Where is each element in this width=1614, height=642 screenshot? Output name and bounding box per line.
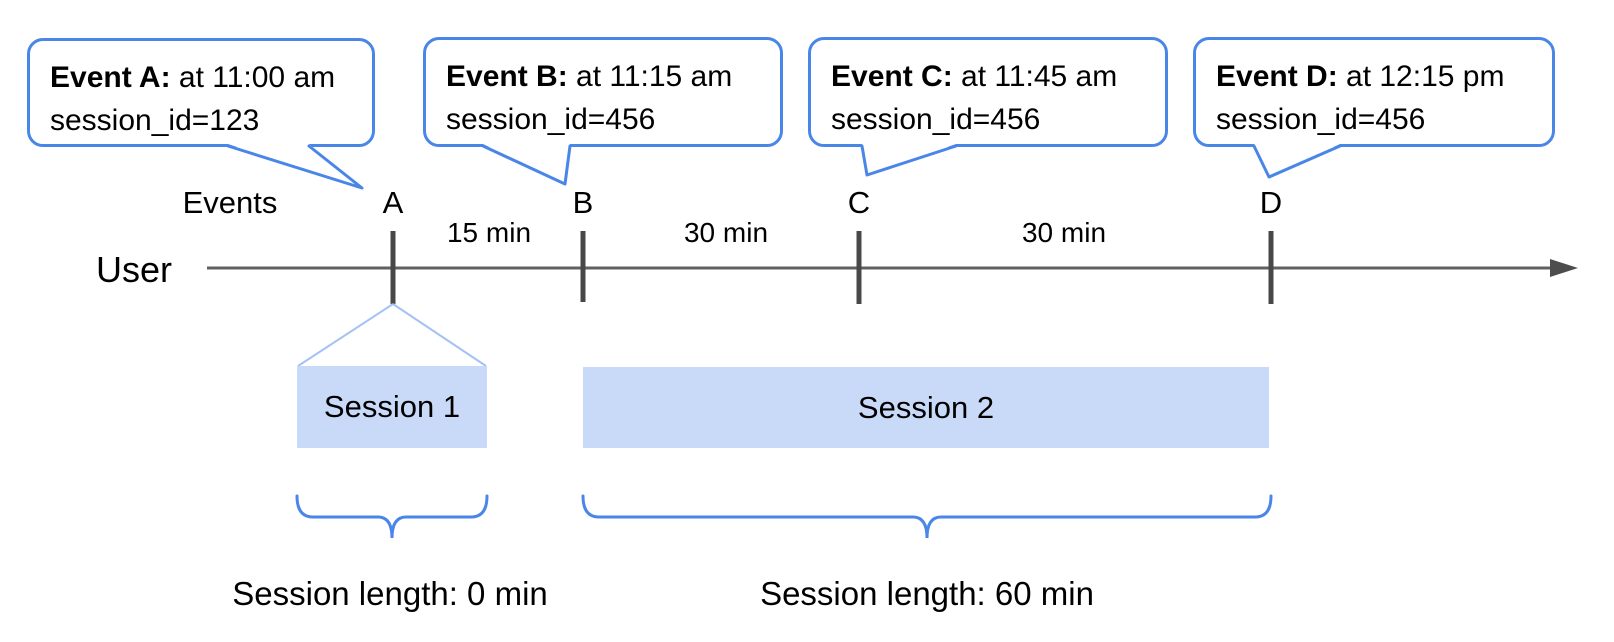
event-c-session-id: session_id=456 bbox=[831, 103, 1041, 136]
event-b-line1: Event B: at 11:15 am bbox=[446, 55, 766, 98]
event-a-callout-tail-fill bbox=[228, 144, 362, 188]
user-axis-label: User bbox=[96, 249, 173, 290]
timeline-arrowhead-icon bbox=[1550, 259, 1578, 277]
event-d-callout-tail bbox=[1252, 144, 1342, 179]
session-1-length-label: Session length: 0 min bbox=[232, 575, 548, 612]
session-1-brace bbox=[295, 494, 489, 539]
event-c-line1: Event C: at 11:45 am bbox=[831, 55, 1151, 98]
interval-label-15min: 15 min bbox=[446, 217, 532, 248]
event-c-callout: Event C: at 11:45 am session_id=456 bbox=[808, 37, 1168, 147]
event-b-callout-tail-fill bbox=[483, 144, 570, 184]
event-a-title: Event A: bbox=[50, 61, 171, 94]
session-2-box: Session 2 bbox=[583, 367, 1269, 448]
session-2-label: Session 2 bbox=[857, 389, 995, 425]
session-1-box: Session 1 bbox=[297, 366, 487, 448]
events-axis-label: Events bbox=[182, 185, 278, 220]
event-a-callout: Event A: at 11:00 am session_id=123 bbox=[27, 38, 375, 147]
event-c-time: at 11:45 am bbox=[952, 60, 1118, 93]
event-marker-d: D bbox=[1259, 185, 1283, 220]
session-1-label: Session 1 bbox=[323, 389, 461, 424]
session-1-funnel-line-left bbox=[297, 303, 394, 367]
event-b-callout: Event B: at 11:15 am session_id=456 bbox=[423, 37, 783, 147]
event-b-title: Event B: bbox=[446, 60, 568, 93]
interval-label-30min-1: 30 min bbox=[683, 217, 769, 248]
event-b-callout-tail bbox=[481, 144, 572, 186]
session-2-brace bbox=[581, 494, 1273, 539]
event-d-title: Event D: bbox=[1216, 60, 1338, 93]
event-marker-c: C bbox=[847, 185, 871, 220]
event-marker-b: B bbox=[572, 185, 594, 220]
event-c-callout-tail-fill bbox=[862, 144, 956, 175]
event-d-callout-tail-fill bbox=[1254, 144, 1340, 177]
event-a-session-id: session_id=123 bbox=[50, 104, 260, 137]
event-b-session-id: session_id=456 bbox=[446, 103, 656, 136]
event-d-session-id: session_id=456 bbox=[1216, 103, 1426, 136]
event-c-title: Event C: bbox=[831, 60, 953, 93]
event-marker-a: A bbox=[382, 185, 404, 220]
event-a-line1: Event A: at 11:00 am bbox=[50, 56, 358, 99]
event-d-line1: Event D: at 12:15 pm bbox=[1216, 55, 1538, 98]
event-a-time: at 11:00 am bbox=[170, 61, 336, 94]
session-2-length-label: Session length: 60 min bbox=[760, 575, 1094, 612]
session-1-funnel-line-right bbox=[392, 303, 487, 367]
interval-label-30min-2: 30 min bbox=[1021, 217, 1107, 248]
event-c-callout-tail bbox=[860, 144, 958, 177]
event-a-callout-tail bbox=[226, 144, 364, 190]
event-b-time: at 11:15 am bbox=[567, 60, 733, 93]
event-d-time: at 12:15 pm bbox=[1337, 60, 1505, 93]
event-d-callout: Event D: at 12:15 pm session_id=456 bbox=[1193, 37, 1555, 147]
